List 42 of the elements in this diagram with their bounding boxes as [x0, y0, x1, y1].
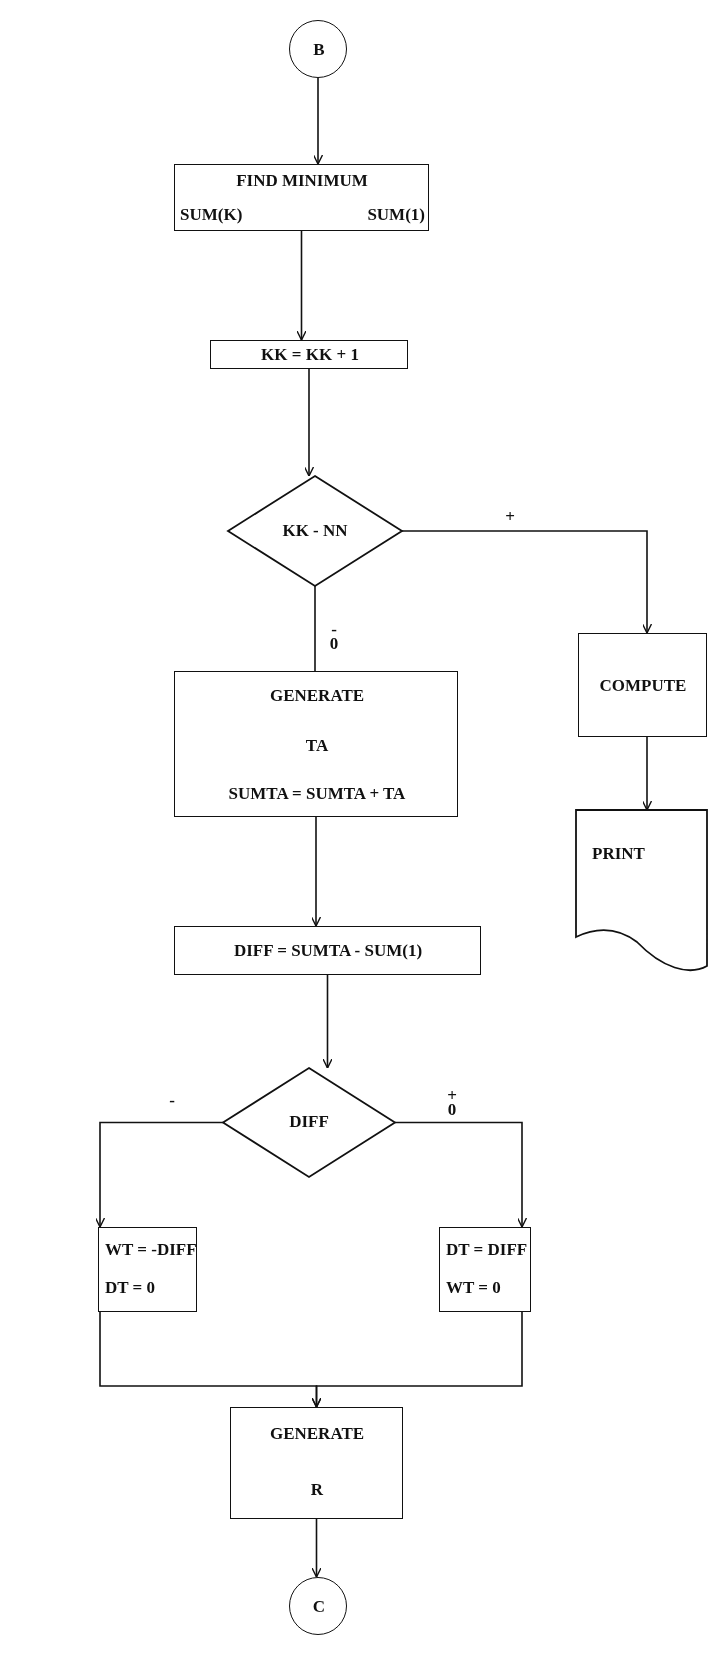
process-box: [174, 671, 458, 817]
arrow: [401, 530, 653, 634]
document-shape: [576, 810, 707, 972]
process-box: [98, 1227, 197, 1312]
process-box: [230, 1407, 403, 1519]
arrow: [296, 230, 307, 341]
arrow: [641, 736, 653, 811]
decision-diamond: [228, 476, 402, 586]
node-text: KK = KK + 1: [261, 345, 359, 365]
node-text: R: [310, 1480, 324, 1500]
arrow: [312, 77, 324, 165]
process-box: [578, 633, 707, 737]
node-text: DIFF: [289, 1112, 329, 1132]
process-box: [439, 1227, 531, 1312]
node-text: SUM(K): [180, 205, 243, 225]
node-text: SUM(1): [367, 205, 425, 225]
process-box: [174, 164, 429, 231]
process-box: [210, 340, 408, 369]
arrow: [311, 1311, 523, 1408]
node-text: WT = 0: [446, 1278, 501, 1298]
node-text: SUMTA = SUMTA + TA: [228, 784, 406, 804]
node-text: KK - NN: [282, 521, 348, 541]
arrow: [322, 974, 333, 1069]
node-text: DT = DIFF: [446, 1240, 528, 1260]
node-text: GENERATE: [269, 1424, 365, 1444]
arrow: [94, 1121, 224, 1228]
arrow: [303, 368, 315, 477]
node-text: B: [313, 40, 325, 60]
arrow: [394, 1121, 528, 1228]
node-text: COMPUTE: [599, 676, 687, 696]
node-text: GENERATE: [269, 686, 365, 706]
decision-diamond: [223, 1068, 395, 1177]
node-text: TA: [305, 736, 329, 756]
arrow: [310, 816, 322, 927]
node-text: PRINT: [592, 844, 645, 864]
node-text: C: [312, 1597, 326, 1617]
node-text: FIND MINIMUM: [236, 171, 368, 191]
arrow: [311, 1518, 322, 1578]
process-box: [174, 926, 481, 975]
node-text: DIFF = SUMTA - SUM(1): [233, 941, 423, 961]
node-text: WT = -DIFF: [105, 1240, 197, 1260]
node-text: DT = 0: [105, 1278, 155, 1298]
